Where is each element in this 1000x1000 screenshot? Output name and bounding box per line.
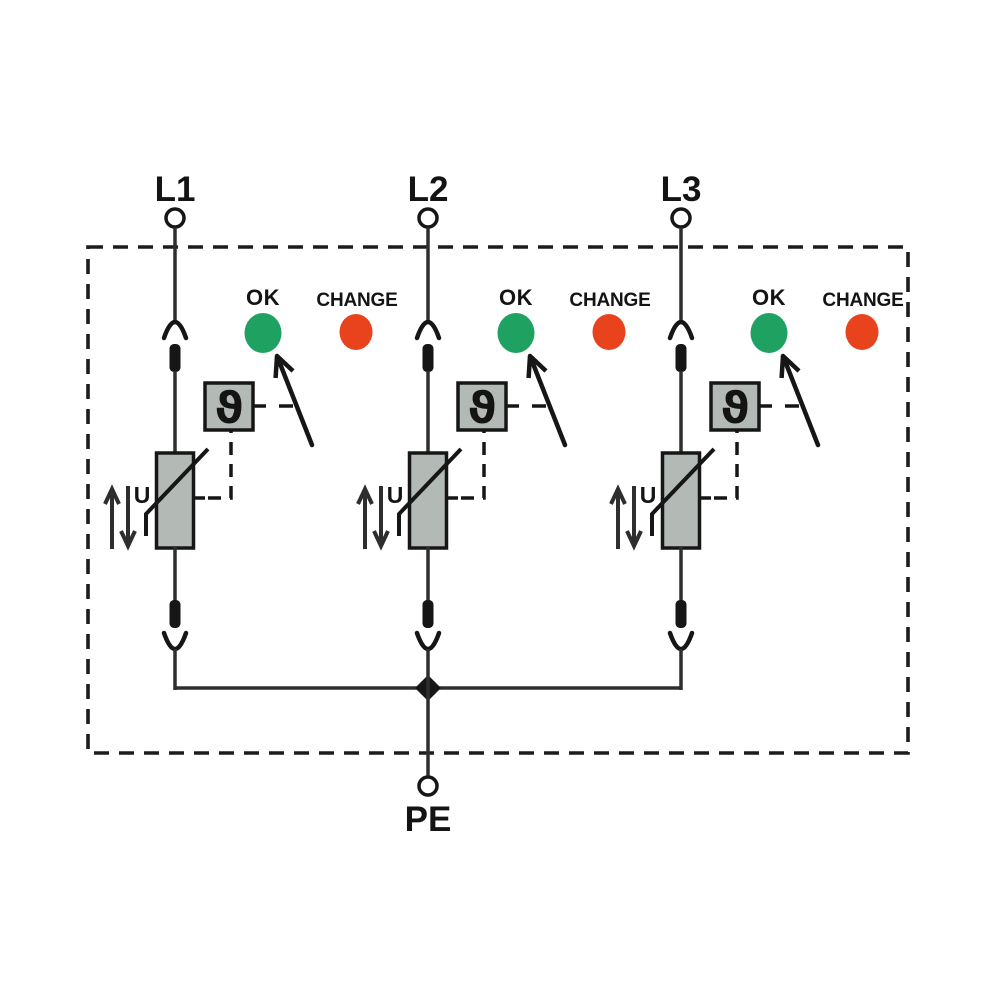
plug-contact-spring-icon (414, 319, 442, 341)
phase-terminal-label-l3: L3 (661, 170, 702, 209)
voltage-direction-label: U (387, 482, 404, 508)
surge-up-arrowhead-icon (356, 484, 374, 505)
ok-label: OK (499, 285, 533, 310)
phase-terminal-l3 (670, 207, 692, 229)
phase-terminal-label-l2: L2 (408, 170, 449, 209)
thermal-disconnect-symbol: ϑ (720, 383, 749, 434)
plug-contact-pin-icon (675, 600, 687, 628)
surge-down-arrowhead-icon (119, 530, 137, 551)
disconnect-lever-arrowhead-icon (273, 353, 295, 379)
disconnect-lever-arrowhead-icon (779, 353, 801, 379)
thermal-disconnect-box (203, 381, 255, 432)
phase-terminal-label-l1: L1 (155, 170, 196, 209)
pe-terminal-label: PE (405, 800, 452, 839)
plug-contact-spring-icon (161, 319, 189, 341)
ok-led (750, 313, 788, 353)
disconnect-lever-arrowhead-icon (526, 353, 548, 379)
surge-down-arrowhead-icon (625, 530, 643, 551)
plug-contact-pin-icon (169, 344, 181, 372)
change-led (339, 314, 373, 350)
voltage-direction-label: U (640, 482, 657, 508)
thermal-link-dashed (461, 430, 486, 500)
plug-contact-pin-icon (169, 600, 181, 628)
plug-contact-spring-icon (161, 630, 189, 652)
thermal-disconnect-box (456, 381, 508, 432)
plug-contact-pin-icon (422, 600, 434, 628)
plug-contact-pin-icon (675, 344, 687, 372)
ok-label: OK (246, 285, 280, 310)
disconnect-lever-arrow (529, 358, 568, 448)
surge-down-arrowhead-icon (372, 530, 390, 551)
change-label: CHANGE (316, 290, 397, 311)
disconnect-lever-arrow (782, 358, 821, 448)
varistor-diagonal (650, 447, 716, 536)
surge-up-arrowhead-icon (609, 484, 627, 505)
change-label: CHANGE (822, 290, 903, 311)
disconnect-lever-arrow (276, 358, 315, 448)
change-led (592, 314, 626, 350)
thermal-link-dashed (714, 430, 739, 500)
varistor-diagonal (397, 447, 463, 536)
thermal-link-dashed (208, 430, 233, 500)
change-led (845, 314, 879, 350)
device-enclosure-dashed-border (86, 245, 910, 755)
surge-up-arrowhead-icon (103, 484, 121, 505)
phase-terminal-l1 (164, 207, 186, 229)
plug-contact-spring-icon (667, 319, 695, 341)
ok-led (497, 313, 535, 353)
phase-terminal-l2 (417, 207, 439, 229)
plug-contact-pin-icon (422, 344, 434, 372)
thermal-disconnect-symbol: ϑ (214, 383, 243, 434)
voltage-direction-label: U (134, 482, 151, 508)
ok-led (244, 313, 282, 353)
thermal-disconnect-box (709, 381, 761, 432)
thermal-disconnect-symbol: ϑ (467, 383, 496, 434)
plug-contact-spring-icon (414, 630, 442, 652)
varistor-diagonal (144, 447, 210, 536)
change-label: CHANGE (569, 290, 650, 311)
ok-label: OK (752, 285, 786, 310)
pe-terminal (417, 775, 439, 797)
plug-contact-spring-icon (667, 630, 695, 652)
